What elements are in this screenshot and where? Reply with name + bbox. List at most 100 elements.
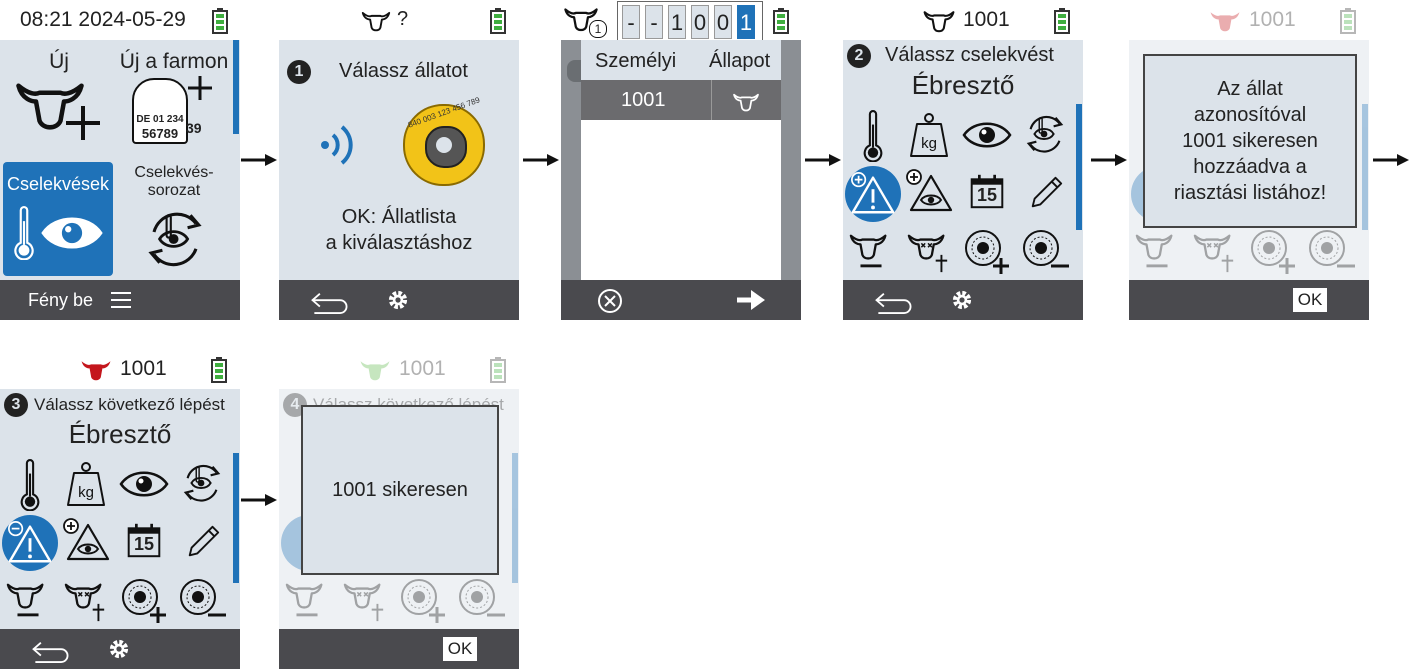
tile-action-sequence[interactable]: Cselekvés- sorozat (118, 160, 230, 280)
screen-main-menu: 08:21 2024-05-29 Új Új a farmon DE 01 23… (0, 0, 240, 320)
step-number: 3 (4, 393, 28, 417)
id-digit[interactable]: - (622, 5, 640, 39)
menu-icon[interactable] (110, 291, 132, 309)
disk-add-icon[interactable] (963, 228, 1013, 274)
back-icon[interactable] (28, 637, 74, 665)
cow-remove-icon[interactable] (4, 579, 52, 623)
status-bar: 1001 (0, 349, 240, 389)
cow-status-icon (731, 92, 761, 112)
cow-icon (923, 9, 955, 33)
flow-arrow-icon (805, 154, 841, 166)
warning-add-icon (851, 172, 895, 214)
list-tab (567, 60, 581, 82)
tile-new-on-farm[interactable]: Új a farmon DE 01 234 56789 39 (120, 40, 232, 160)
success-dialog: Az állat azonosítóval 1001 sikeresen hoz… (1143, 54, 1357, 228)
flow-arrow-icon (1091, 154, 1127, 166)
tile-sequence-label-1: Cselekvés- (134, 164, 214, 181)
settings-gear-icon[interactable] (106, 636, 132, 662)
calendar-day: 15 (133, 534, 155, 554)
scrollbar (512, 453, 518, 583)
cow-dead-icon[interactable] (62, 579, 110, 623)
ear-tag-icon: DE 01 234 56789 (132, 78, 188, 144)
dialog-line-1: Az állat (1217, 78, 1283, 100)
table-row[interactable]: 1001 (581, 80, 781, 120)
pencil-icon[interactable] (184, 523, 222, 561)
pencil-icon[interactable] (1027, 174, 1065, 212)
cow-remove-icon (283, 579, 331, 623)
page-title: Válassz állatot (339, 60, 468, 82)
page-title: Válassz következő lépést (34, 395, 225, 414)
eye-icon (41, 217, 103, 249)
scrollbar[interactable] (233, 453, 239, 583)
back-icon[interactable] (307, 288, 353, 316)
disk-remove-icon[interactable] (178, 577, 228, 623)
cow-remove-icon (1133, 230, 1181, 274)
forward-arrow-icon[interactable] (737, 290, 765, 310)
status-animal-id: 1001 (120, 357, 167, 380)
status-animal-id: 1001 (963, 8, 1010, 31)
dialog-line-2: azonosítóval (1193, 104, 1307, 126)
eye-icon[interactable] (961, 120, 1013, 150)
disk-remove-icon (1307, 228, 1357, 274)
calendar-icon[interactable]: 15 (126, 521, 162, 561)
weight-icon[interactable] (909, 112, 949, 158)
weight-icon[interactable] (66, 461, 106, 507)
light-on-button[interactable]: Fény be (28, 290, 94, 310)
cycle-icon (140, 204, 210, 274)
battery-icon (490, 357, 506, 383)
cycle-icon[interactable] (1021, 110, 1069, 158)
table-header: Személyi Állapot (581, 40, 781, 80)
disk-remove-icon[interactable] (1021, 228, 1071, 274)
back-icon[interactable] (871, 288, 917, 316)
cow-red-icon (80, 358, 112, 382)
next-step-body: 3 Válassz következő lépést Ébresztő 15 (0, 389, 240, 629)
tile-sequence-label-2: sorozat (147, 182, 201, 199)
hint-line-2: a kiválasztáshoz (325, 232, 473, 254)
watch-list-add-icon[interactable] (905, 168, 955, 214)
alarm-remove-button[interactable] (2, 515, 58, 571)
flow-arrow-icon (1373, 154, 1409, 166)
thermometer-icon[interactable] (18, 459, 42, 511)
dimmed-background: 4 Válassz következő lépést 1001 sikerese… (279, 389, 519, 629)
step-number: 1 (287, 60, 311, 84)
screen-select-animal: ? 1 Válassz állatot 840 003 123 456 789 … (279, 0, 519, 320)
settings-gear-icon[interactable] (385, 287, 411, 313)
thermometer-icon[interactable] (861, 110, 885, 162)
battery-icon (490, 8, 506, 34)
settings-gear-icon[interactable] (949, 287, 975, 313)
eye-icon[interactable] (118, 469, 170, 499)
calendar-icon[interactable]: 15 (969, 172, 1005, 212)
watch-list-add-icon[interactable] (62, 517, 112, 563)
tile-new-label: Új (49, 50, 69, 73)
cancel-icon[interactable] (597, 288, 623, 314)
page-title: Válassz cselekvést (885, 44, 1054, 66)
scrollbar[interactable] (1076, 104, 1082, 230)
ok-button[interactable]: OK (443, 637, 477, 661)
cow-dead-icon[interactable] (905, 230, 953, 274)
disk-add-icon (1249, 228, 1299, 274)
rfid-disk-icon: 840 003 123 456 789 (403, 95, 485, 186)
disk-add-icon[interactable] (120, 577, 170, 623)
id-digit[interactable]: 0 (714, 5, 732, 39)
flow-arrow-icon (523, 154, 559, 166)
cow-remove-icon[interactable] (847, 230, 895, 274)
cow-red-icon (1209, 9, 1241, 33)
id-digit[interactable]: 0 (691, 5, 709, 39)
column-header-id: Személyi (595, 50, 677, 72)
battery-icon (211, 357, 227, 383)
bottom-bar: OK (1129, 280, 1369, 320)
scrollbar[interactable] (233, 40, 239, 134)
id-digit[interactable]: - (645, 5, 663, 39)
id-digit[interactable]: 1 (668, 5, 686, 39)
id-digit-active[interactable]: 1 (737, 5, 755, 39)
tile-new-animal[interactable]: Új (0, 40, 120, 160)
action-subtitle: Ébresztő (68, 419, 172, 449)
column-header-state: Állapot (709, 50, 771, 72)
dialog-text: 1001 sikeresen (332, 479, 468, 501)
cycle-icon[interactable] (178, 459, 226, 507)
count-badge: 1 (589, 20, 607, 38)
tile-actions[interactable]: Cselekvések (3, 162, 113, 276)
alarm-add-button[interactable] (845, 166, 901, 222)
ok-button[interactable]: OK (1293, 288, 1327, 312)
id-entry-field[interactable]: - - 1 0 0 1 (617, 1, 763, 41)
